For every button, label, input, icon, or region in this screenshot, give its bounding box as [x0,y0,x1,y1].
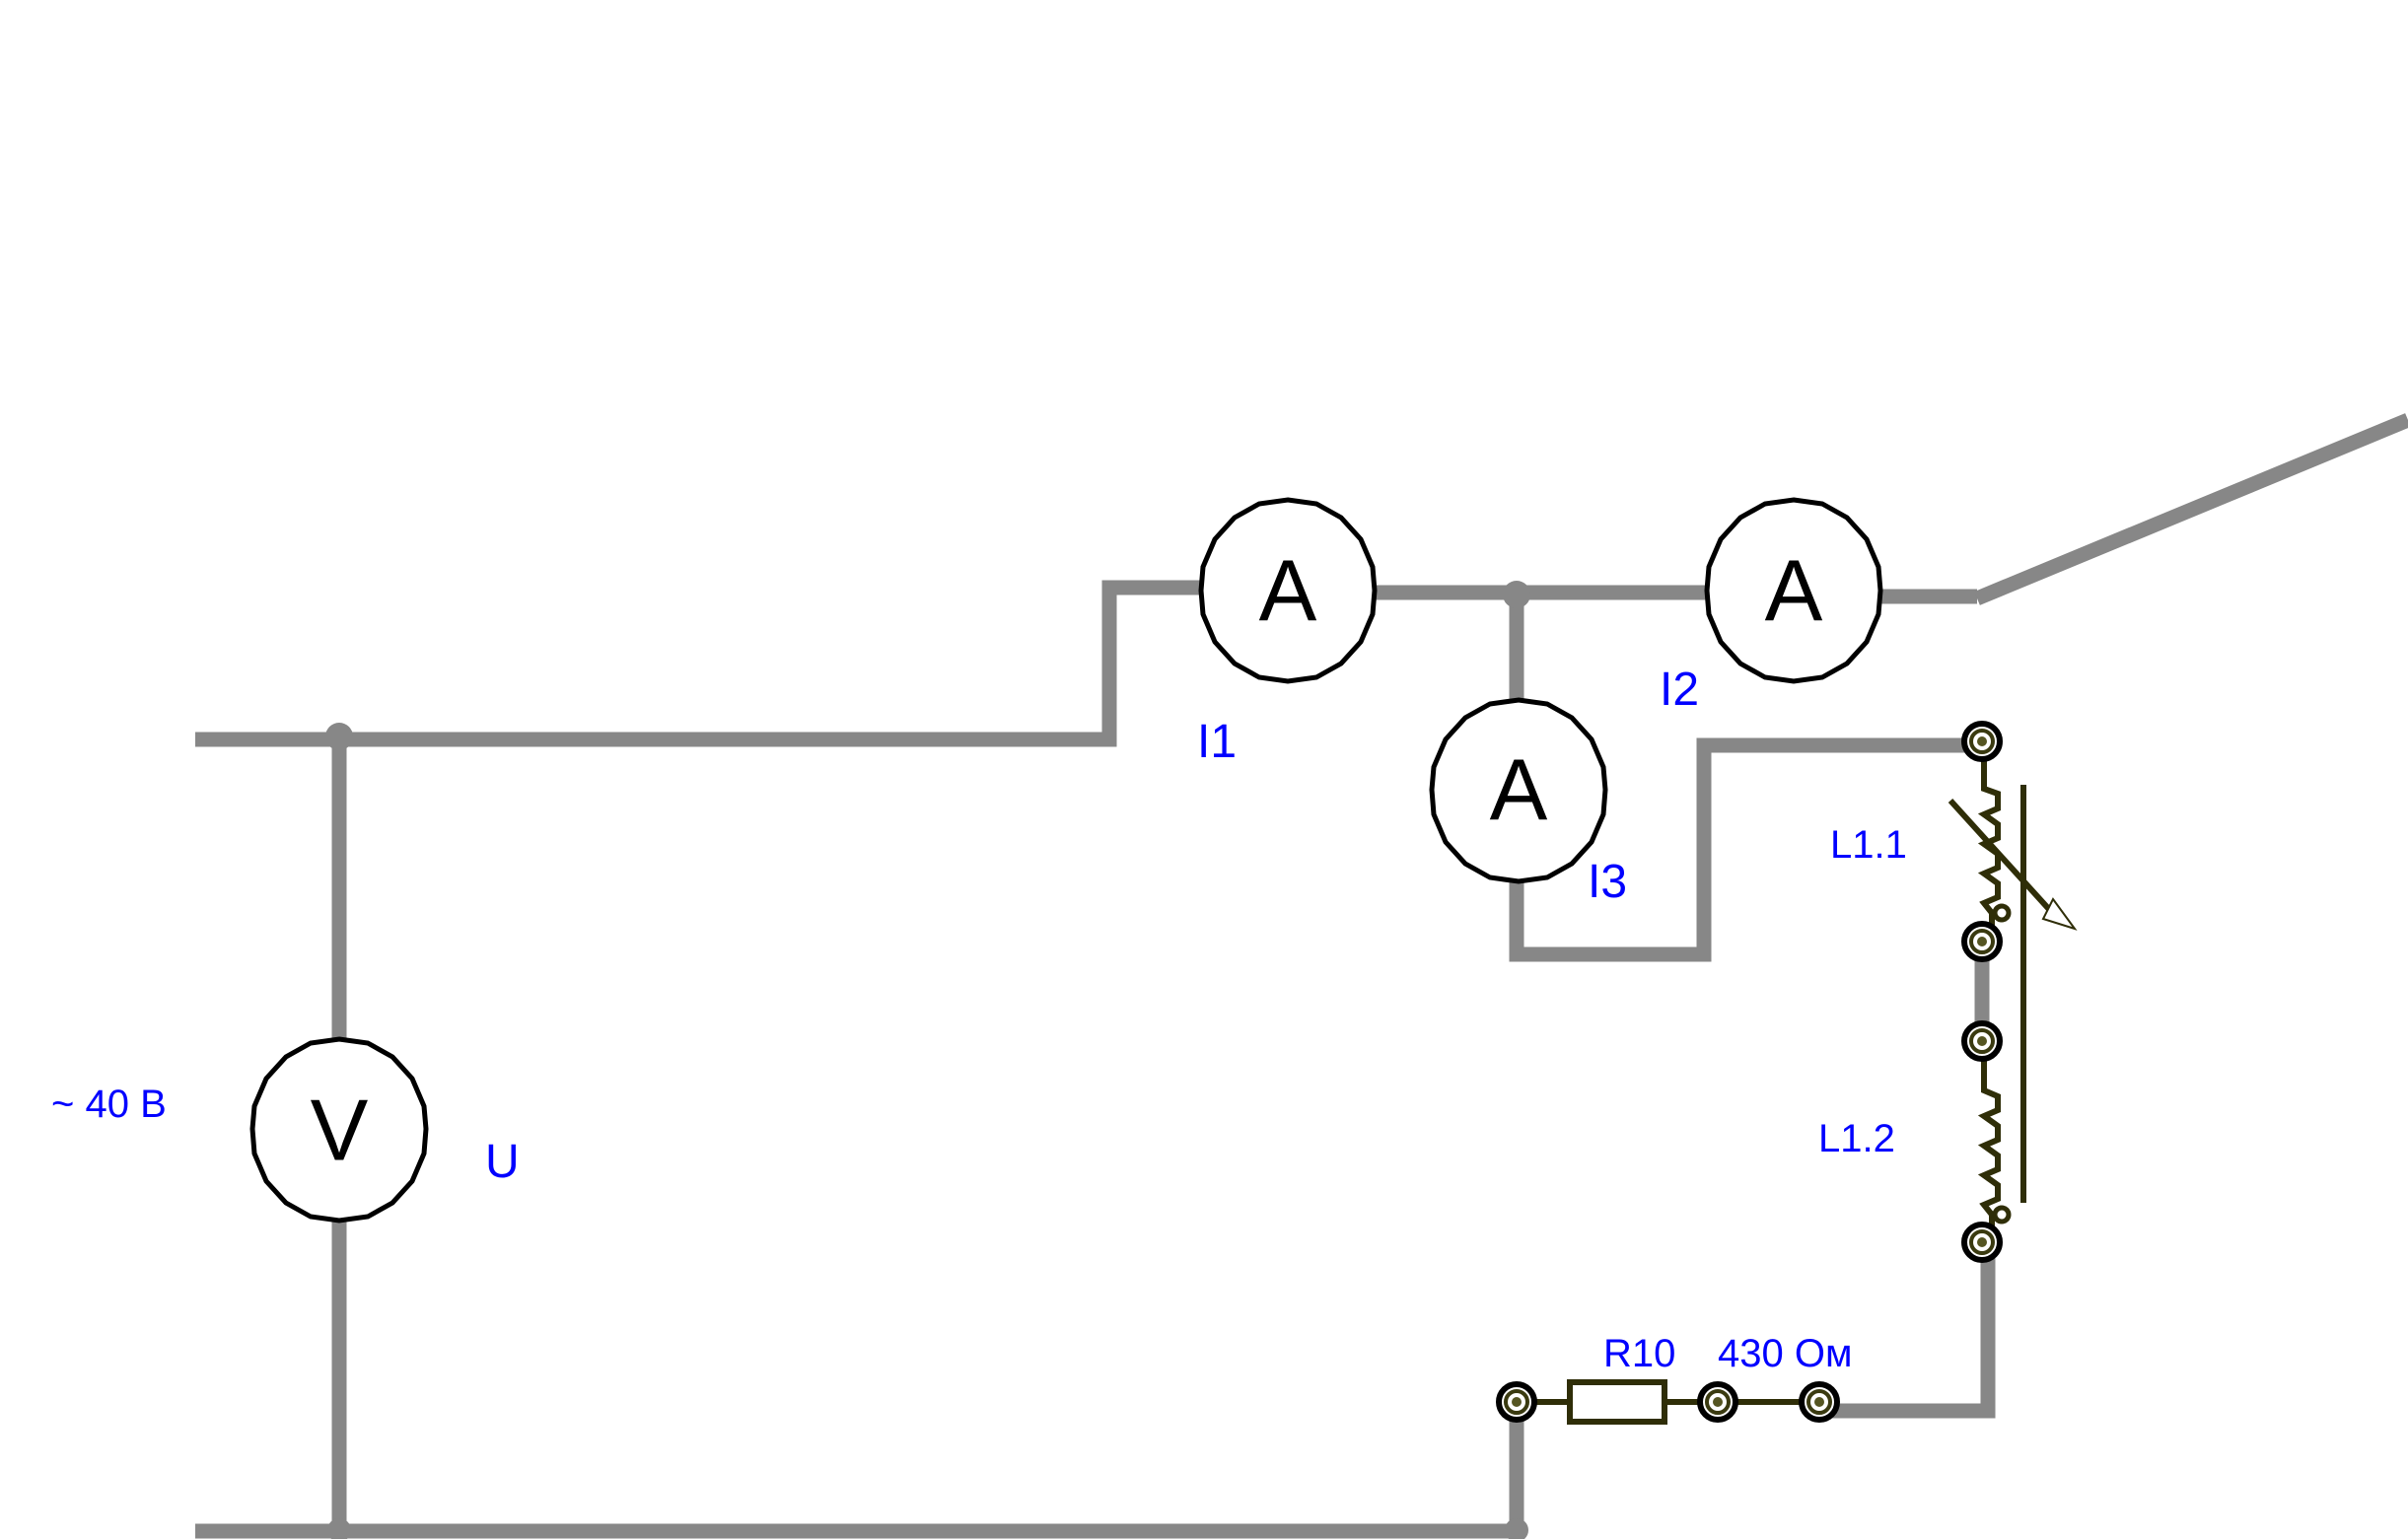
wire-l12-to-resistor [1819,1242,1996,1419]
wires [195,413,2408,1539]
voltmeter-label: U [485,1136,520,1188]
wire-top-rail [195,580,1203,747]
ammeter-i2-label: I2 [1660,664,1699,716]
terminal-l1-2-bottom[interactable] [1961,1222,2003,1263]
junction-dot [1505,1518,1528,1539]
inductor-l1-2-winding [1977,1041,2001,1240]
resistor-name-label: R10 [1603,1332,1675,1375]
switch-blade [1974,413,2408,605]
resistor-r10[interactable] [1517,1379,1819,1425]
terminal-l1-1-bottom[interactable] [1961,921,2003,962]
ammeter-i3-symbol: A [1490,741,1548,839]
inductor-l1-2-label: L1.2 [1818,1117,1895,1160]
ammeter-i1-label: I1 [1197,716,1237,768]
inductor-l1-1[interactable] [1948,745,2078,939]
junction-dot [1503,581,1530,608]
ammeter-i3-label: I3 [1588,856,1627,908]
inductor-l1-1-adjust-arrow [1948,798,2059,920]
resistor-value-label: 430 Ом [1718,1332,1852,1375]
inductor-l1-1-label: L1.1 [1830,823,1907,867]
voltmeter-body [249,1036,429,1224]
terminal-resistor-left[interactable] [1496,1381,1537,1423]
inductor-l1-2[interactable] [1977,1041,2012,1240]
ammeter-i1-body [1198,497,1378,684]
voltmeter-symbol: V [311,1082,369,1179]
junction-dot [325,723,353,750]
inductor-l1-2-dot [1992,1205,2012,1224]
ammeter-i2-body [1704,497,1883,684]
wire-i3-to-inductor [1509,737,1982,962]
terminals [1496,721,2003,1423]
adjust-arrow-head [2041,897,2078,931]
labels: ~ 40 В U I1 I2 I3 L1.1 L1.2 R10 430 Ом [51,664,1907,1375]
junctions [325,581,1530,1539]
terminal-l1-2-top[interactable] [1961,1020,2003,1062]
junction-dot [327,1518,351,1539]
ammeter-i3-body [1429,697,1608,884]
ammeter-i2-symbol: A [1765,542,1823,640]
terminal-resistor-right[interactable] [1799,1381,1840,1423]
ammeter-i1-symbol: A [1259,542,1317,640]
terminal-l1-1-top[interactable] [1961,721,2003,762]
ammeter-i2[interactable]: A [1704,497,1883,684]
ammeter-i3[interactable]: A [1429,697,1608,884]
voltmeter[interactable]: V [249,1036,429,1224]
ammeter-i1[interactable]: A [1198,497,1378,684]
inductor-l1-1-dot [1992,903,2012,923]
source-voltage-label: ~ 40 В [51,1083,167,1126]
resistor-body [1567,1379,1667,1425]
terminal-resistor-middle[interactable] [1697,1381,1738,1423]
